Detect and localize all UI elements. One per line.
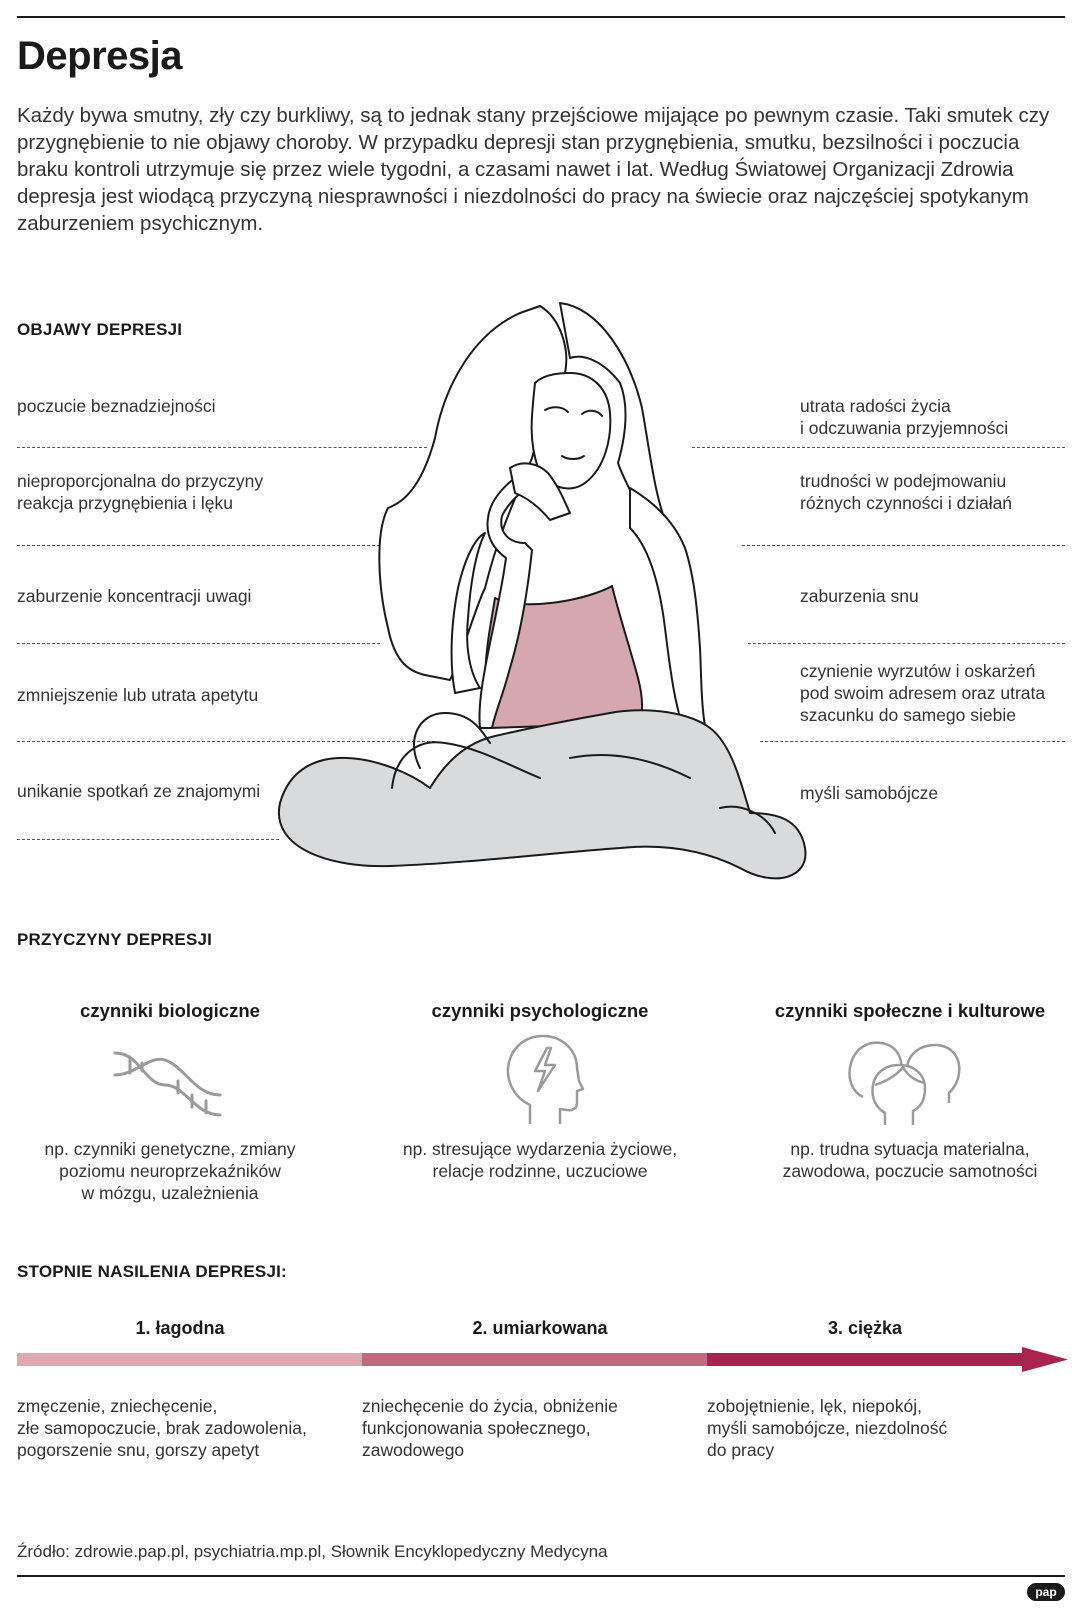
symptoms-heading: OBJAWY DEPRESJI <box>17 320 183 339</box>
cause-desc-psychological: np. stresujące wydarzenia życiowe, relac… <box>402 1139 678 1181</box>
symptom-left-3: zaburzenie koncentracji uwagi <box>17 586 252 606</box>
source-note: Źródło: zdrowie.pap.pl, psychiatria.mp.p… <box>17 1542 608 1561</box>
severity-bar-moderate <box>362 1353 707 1366</box>
symptom-left-4: zmniejszenie lub utrata apetytu <box>17 685 259 705</box>
cause-psychological: czynniki psychologiczne <box>370 1000 710 1022</box>
causes-heading: PRZYCZYNY DEPRESJI <box>17 930 213 949</box>
dash-divider <box>17 545 380 546</box>
cause-social: czynniki społeczne i kulturowe <box>740 1000 1080 1022</box>
severity-level-severe: 3. ciężka <box>827 1318 903 1338</box>
page-title: Depresja <box>17 34 182 78</box>
symptom-right-2: trudności w podejmowaniu różnych czynnoś… <box>800 471 1013 513</box>
dash-divider <box>748 643 1065 644</box>
symptom-right-4: czynienie wyrzutów i oskarżeń pod swoim … <box>800 661 1046 725</box>
cause-desc-biological: np. czynniki genetyczne, zmiany poziomu … <box>44 1139 296 1203</box>
top-rule <box>17 16 1065 18</box>
cause-desc-social: np. trudna sytuacja materialna, zawodowa… <box>782 1139 1038 1181</box>
intro-paragraph: Każdy bywa smutny, zły czy burkliwy, są … <box>17 104 1050 235</box>
severity-level-moderate: 2. umiarkowana <box>472 1318 608 1338</box>
symptom-left-2: nieproporcjonalna do przyczyny reakcja p… <box>17 471 264 513</box>
severity-heading: STOPNIE NASILENIA DEPRESJI: <box>17 1262 287 1281</box>
cause-title: czynniki psychologiczne <box>431 1000 649 1021</box>
dash-divider <box>17 741 435 742</box>
dash-divider <box>17 839 279 840</box>
severity-desc-moderate: zniechęcenie do życia, obniżenie funkcjo… <box>362 1396 618 1460</box>
arrow-head-icon <box>1022 1347 1068 1372</box>
cause-biological: czynniki biologiczne <box>0 1000 340 1022</box>
dash-divider <box>692 447 1065 448</box>
dash-divider <box>17 643 380 644</box>
head-lightning-icon <box>506 1034 585 1125</box>
sad-woman-illustration <box>277 302 807 880</box>
symptom-right-5: myśli samobójcze <box>800 783 939 803</box>
bottom-rule <box>17 1575 1065 1577</box>
severity-bar-mild <box>17 1353 362 1366</box>
symptom-right-1: utrata radości życia i odczuwania przyje… <box>800 396 1009 438</box>
severity-bar-severe <box>707 1353 1025 1366</box>
dash-divider <box>742 545 1065 546</box>
symptom-left-5: unikanie spotkań ze znajomymi <box>17 781 261 801</box>
severity-desc-mild: zmęczenie, zniechęcenie, złe samopoczuci… <box>17 1396 307 1460</box>
severity-level-mild: 1. łagodna <box>135 1318 225 1338</box>
dash-divider <box>17 447 427 448</box>
dash-divider <box>760 741 1065 742</box>
pap-logo: pap <box>1027 1583 1065 1601</box>
symptom-left-1: poczucie beznadziejności <box>17 396 216 416</box>
severity-desc-severe: zobojętnienie, lęk, niepokój, myśli samo… <box>707 1396 948 1460</box>
symptom-right-3: zaburzenia snu <box>800 586 919 606</box>
people-icon <box>848 1041 961 1125</box>
cause-title: czynniki biologiczne <box>80 1000 260 1021</box>
cause-title: czynniki społeczne i kulturowe <box>774 1000 1046 1021</box>
dna-icon <box>113 1051 222 1117</box>
